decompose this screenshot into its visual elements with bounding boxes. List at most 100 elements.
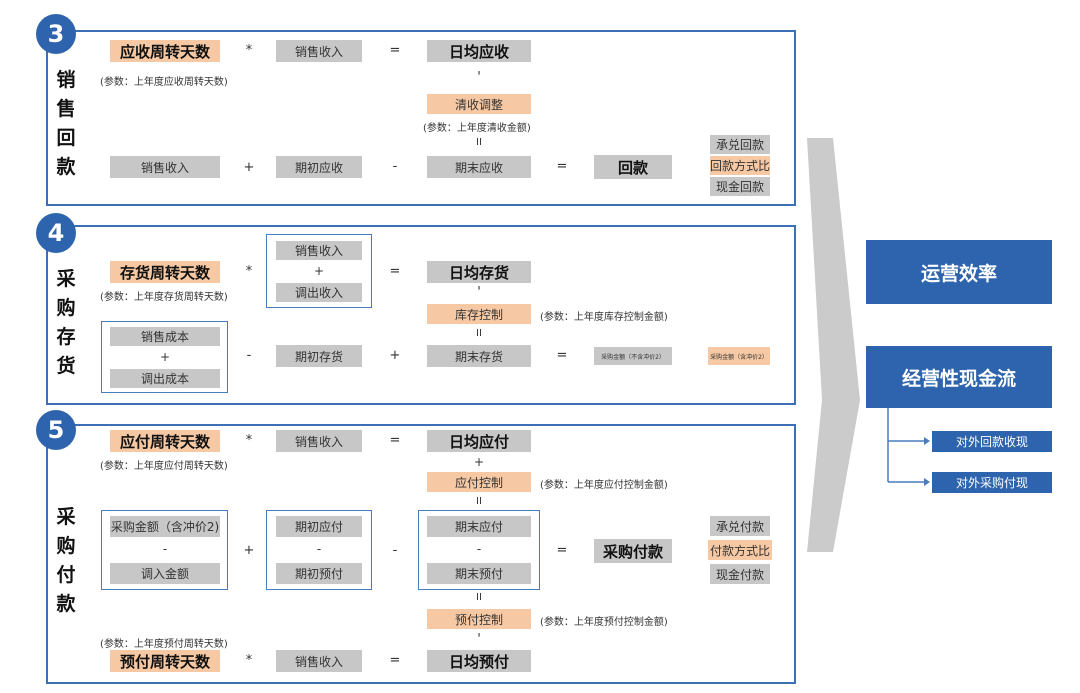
daily-ap: 日均应付 <box>427 430 531 452</box>
op-multiply: * <box>245 264 253 279</box>
purchase-incl-rebate: 采购金额（含冲价2） <box>708 347 770 365</box>
inventory-turnover-days: 存货周转天数 <box>110 261 220 283</box>
op-plus: + <box>243 160 255 175</box>
collection-result: 回款 <box>594 155 672 179</box>
op-plus-cost: + <box>159 350 171 364</box>
daily-inventory: 日均存货 <box>427 261 531 283</box>
op-dash-opening: - <box>316 542 322 556</box>
cash-payment: 现金付款 <box>710 564 770 584</box>
param-inventory-control: (参数：上年度库存控制金额) <box>540 312 668 323</box>
opening-inventory: 期初存货 <box>276 345 362 367</box>
title-char: 采 <box>56 506 76 528</box>
section-4-number: 4 <box>36 213 76 253</box>
op-multiply-2: * <box>245 653 253 668</box>
ending-frame <box>418 510 540 590</box>
param-ap-days: (参数：上年度应付周转天数) <box>100 461 228 472</box>
transfer-in-amount: 调入金额 <box>110 563 220 584</box>
sales-revenue-3: 销售收入 <box>276 650 362 672</box>
param-collection: (参数：上年度清收金额) <box>423 123 531 134</box>
opening-ar: 期初应收 <box>276 156 362 178</box>
title-char: 采 <box>56 268 76 290</box>
collection-adjustment: 清收调整 <box>427 94 531 114</box>
op-equals: = <box>389 43 401 58</box>
ap-control: 应付控制 <box>427 472 531 492</box>
sales-revenue: 销售收入 <box>276 430 362 452</box>
op-minus: - <box>246 348 252 363</box>
op-equals: = <box>389 433 401 448</box>
title-char: 销 <box>56 69 76 91</box>
op-parallel: II <box>476 328 482 339</box>
param-ap-control: (参数：上年度应付控制金额) <box>540 480 668 491</box>
op-minus: - <box>392 543 398 558</box>
ending-ap: 期末应付 <box>427 516 531 537</box>
transfer-out-revenue: 调出收入 <box>276 283 362 302</box>
purchase-payment-result: 采购付款 <box>594 539 672 563</box>
inventory-control: 库存控制 <box>427 304 531 324</box>
op-minus: - <box>392 159 398 174</box>
external-collection-box: 对外回款收现 <box>932 431 1052 452</box>
ending-prepayment: 期末预付 <box>427 563 531 584</box>
op-plus-mid: + <box>473 455 485 469</box>
operating-efficiency-box: 运营效率 <box>866 240 1052 304</box>
section-3-title: 销售 回款 <box>54 66 78 182</box>
title-char: 回 <box>56 127 76 149</box>
ar-turnover-days: 应收周转天数 <box>110 40 220 62</box>
op-comma: ' <box>477 632 481 647</box>
op-comma: ' <box>477 285 481 300</box>
daily-ar: 日均应收 <box>427 40 531 62</box>
title-char: 款 <box>56 593 76 615</box>
title-char: 付 <box>56 564 76 586</box>
opening-frame <box>266 510 372 590</box>
cash-collection: 现金回款 <box>710 177 770 196</box>
purchase-frame <box>101 510 228 590</box>
op-multiply: * <box>245 43 253 58</box>
title-char: 货 <box>56 355 76 377</box>
param-prepay-days: (参数：上年度预付周转天数) <box>100 639 228 650</box>
op-plus-frame: + <box>313 264 325 278</box>
param-prepay-control: (参数：上年度预付控制金额) <box>540 617 668 628</box>
op-dash-ending: - <box>476 542 482 556</box>
ap-turnover-days: 应付周转天数 <box>110 430 220 452</box>
op-equals-2: = <box>556 543 568 558</box>
op-comma: ' <box>477 70 481 85</box>
op-parallel-2: II <box>476 592 482 603</box>
op-equals-3: = <box>389 653 401 668</box>
title-char: 购 <box>56 535 76 557</box>
opening-ap: 期初应付 <box>276 516 362 537</box>
acceptance-collection: 承兑回款 <box>710 135 770 154</box>
operating-cashflow-box: 经营性现金流 <box>866 346 1052 408</box>
section-4-title: 采购 存货 <box>54 265 78 381</box>
frame-sales-revenue: 销售收入 <box>276 241 362 260</box>
op-dash-purchase: - <box>162 542 168 556</box>
op-parallel: II <box>476 496 482 507</box>
op-plus: + <box>243 543 255 558</box>
collection-ratio: 回款方式比 <box>710 156 770 175</box>
title-char: 购 <box>56 297 76 319</box>
param-ar-days: (参数：上年度应收周转天数) <box>100 77 228 88</box>
opening-prepayment: 期初预付 <box>276 563 362 584</box>
sales-revenue: 销售收入 <box>276 40 362 62</box>
section-5-number: 5 <box>36 410 76 450</box>
sales-transfer-frame <box>266 234 372 308</box>
ending-ar: 期末应收 <box>427 156 531 178</box>
chevron-arrow <box>807 138 860 552</box>
op-multiply: * <box>245 433 253 448</box>
prepay-turnover-days: 预付周转天数 <box>110 650 220 672</box>
purchase-amount: 采购金额（含冲价2) <box>110 516 220 537</box>
title-char: 存 <box>56 326 76 348</box>
cost-frame <box>101 321 228 393</box>
transfer-out-cost: 调出成本 <box>110 369 220 388</box>
section-5-title: 采购 付款 <box>54 503 78 619</box>
sales-cost: 销售成本 <box>110 327 220 346</box>
op-equals: = <box>389 264 401 279</box>
purchase-excl-rebate: 采购金额（不含冲价2） <box>594 347 672 365</box>
op-plus: + <box>389 348 401 363</box>
title-char: 款 <box>56 156 76 178</box>
op-parallel: II <box>476 137 482 148</box>
payment-ratio: 付款方式比 <box>708 540 772 560</box>
external-purchase-payment-box: 对外采购付现 <box>932 472 1052 493</box>
param-inventory-days: (参数：上年度存货周转天数) <box>100 292 228 303</box>
ending-inventory: 期末存货 <box>427 345 531 367</box>
op-equals-2: = <box>556 159 568 174</box>
acceptance-payment: 承兑付款 <box>710 516 770 536</box>
